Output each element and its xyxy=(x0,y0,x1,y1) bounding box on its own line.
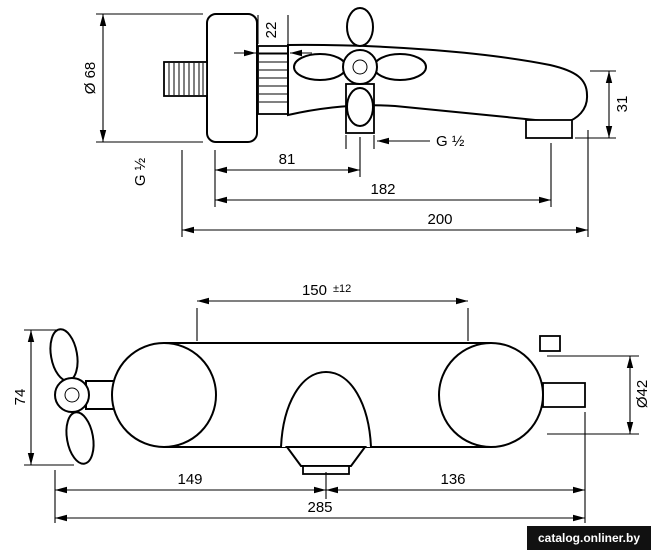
inlet-thread-label: G ½ xyxy=(132,157,149,186)
handle-hub-front xyxy=(54,377,90,413)
inlet-pipe xyxy=(163,61,208,97)
watermark: catalog.onliner.by xyxy=(527,526,651,550)
spout-arch xyxy=(280,370,372,448)
side-view: Ø 68 22 G ½ 81 G ½ 182 xyxy=(82,7,631,237)
spout-outlet xyxy=(525,119,573,139)
handle-upper-spoke xyxy=(49,328,79,382)
dimension-overall-width: 285 xyxy=(55,499,585,522)
dim-spout-to-right-label: 136 xyxy=(440,471,465,488)
safety-button xyxy=(539,335,561,352)
handle-hub xyxy=(342,49,378,85)
handle-hub-cap xyxy=(352,59,368,75)
extension-lines xyxy=(345,135,375,149)
handle-right-spoke xyxy=(373,53,427,81)
dimension-projection: 200 xyxy=(181,130,589,237)
dim-left-to-spout-label: 149 xyxy=(177,471,202,488)
dim-projection-label: 200 xyxy=(427,211,452,228)
right-end-cap xyxy=(438,342,544,448)
front-view: 150 ±12 74 Ø42 149 136 xyxy=(12,282,651,523)
handle-stem xyxy=(85,380,115,410)
dimension-adapter-length: 22 xyxy=(234,15,312,57)
wall-plate xyxy=(206,13,258,143)
watermark-label: catalog.onliner.by xyxy=(538,531,640,545)
dim-wall-to-handle-label: 81 xyxy=(279,151,296,168)
extension-lines xyxy=(54,470,327,523)
handle-top-spoke xyxy=(346,7,374,47)
dimension-body-diameter: Ø42 xyxy=(547,355,651,435)
outlet-thread-label: G ½ xyxy=(436,133,465,150)
dimension-plate-diameter: Ø 68 xyxy=(82,13,203,143)
handle-bottom-spoke xyxy=(346,87,374,127)
extension-lines xyxy=(257,15,289,54)
dim-adapter-length-label: 22 xyxy=(263,22,280,39)
inlet-thread-hatching xyxy=(168,63,204,95)
extension-lines xyxy=(96,13,203,143)
watermark-background xyxy=(527,526,651,550)
dimension-connections: 150 ±12 xyxy=(196,282,469,341)
extension-lines xyxy=(214,137,361,207)
dim-connections-tolerance-label: ±12 xyxy=(333,283,351,295)
spout-mouth xyxy=(285,446,367,467)
extension-lines xyxy=(181,130,589,237)
dim-body-diameter-label: Ø42 xyxy=(634,380,651,408)
handle-left-spoke xyxy=(293,53,347,81)
dimension-spout-height: 31 xyxy=(575,70,631,139)
handle-lower-spoke xyxy=(65,411,95,465)
dimension-wall-to-handle: 81 xyxy=(214,137,361,207)
outlet-thread-callout: G ½ xyxy=(345,133,465,150)
dimension-handle-height: 74 xyxy=(12,329,74,466)
adapter-ridges xyxy=(259,53,287,103)
side-knob xyxy=(542,382,586,408)
adapter xyxy=(257,45,289,115)
dim-plate-diameter-label: Ø 68 xyxy=(82,62,99,95)
dim-connections-label: 150 xyxy=(302,282,327,299)
extension-lines xyxy=(196,308,469,341)
dimension-wall-to-outlet: 182 xyxy=(215,143,552,207)
dim-overall-width-label: 285 xyxy=(307,499,332,516)
dimension-spout-to-right: 136 xyxy=(326,412,586,523)
extension-lines xyxy=(547,355,639,435)
dim-spout-height-label: 31 xyxy=(614,96,631,113)
dim-wall-to-outlet-label: 182 xyxy=(370,181,395,198)
dimension-left-to-spout: 149 xyxy=(54,470,327,523)
handle-hub-cap-front xyxy=(64,387,80,403)
left-end-cap xyxy=(111,342,217,448)
dim-handle-height-label: 74 xyxy=(12,389,29,406)
